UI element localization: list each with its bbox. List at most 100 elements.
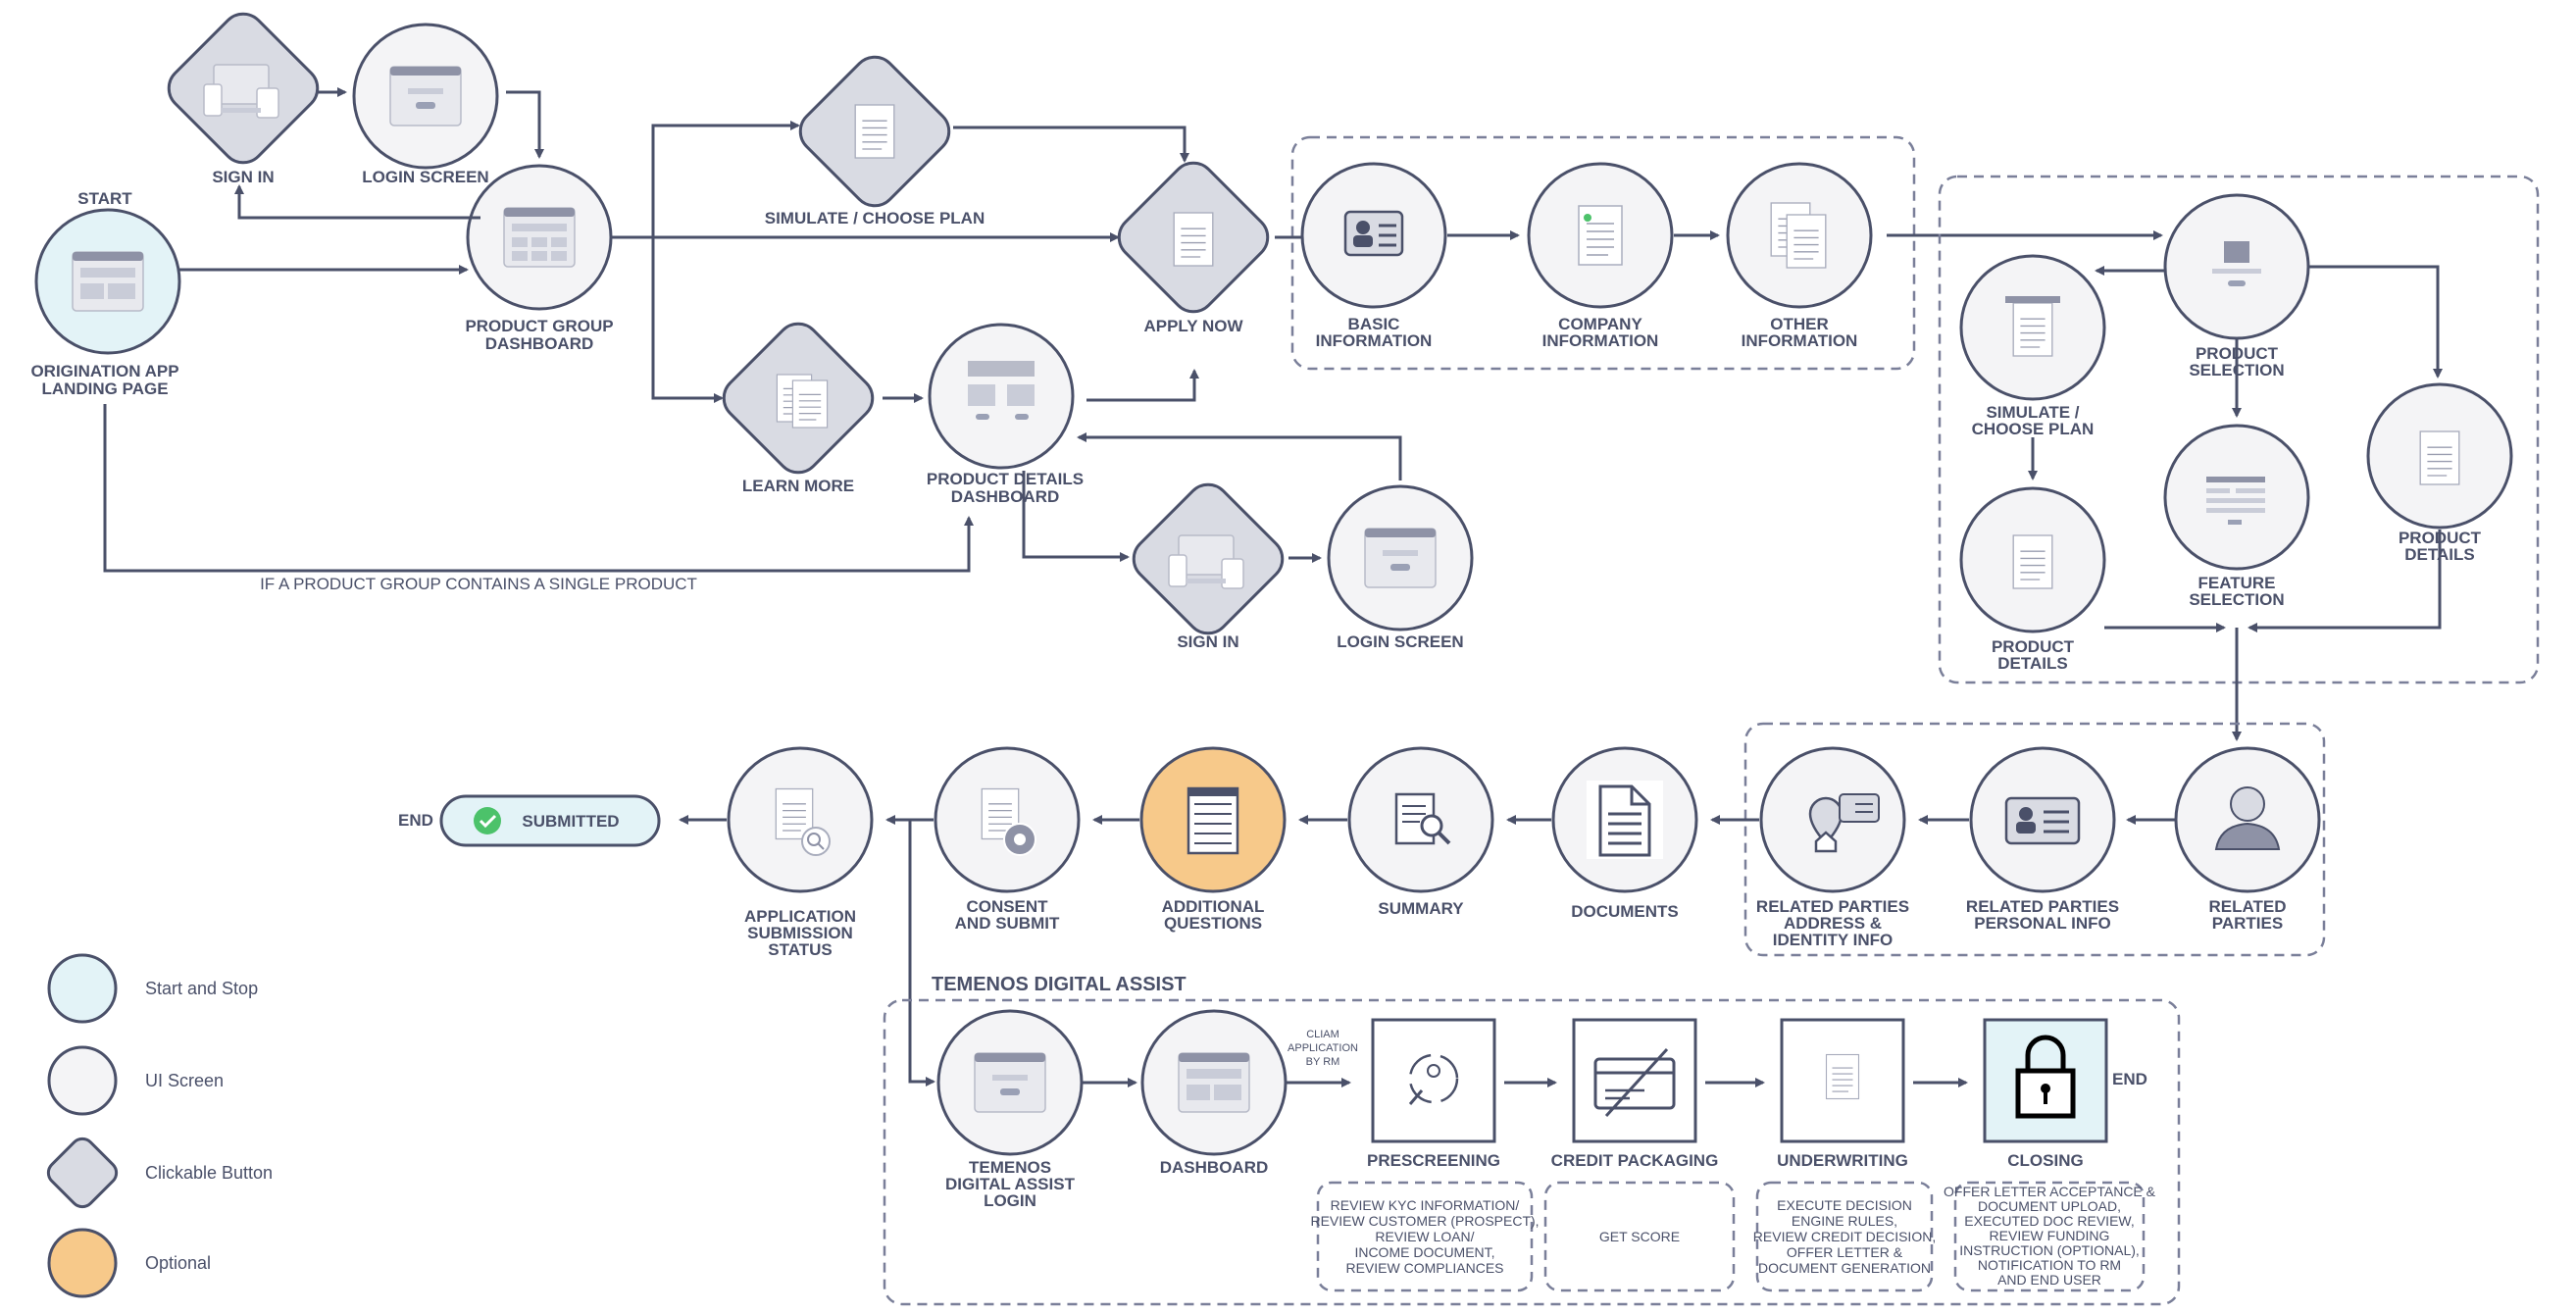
additional-questions-node[interactable]: [1139, 746, 1287, 893]
related-parties-node[interactable]: [2174, 746, 2321, 893]
submission-status-node[interactable]: [727, 746, 874, 893]
prescreening-step[interactable]: [1371, 1018, 1496, 1143]
credit-packaging-step[interactable]: [1572, 1018, 1697, 1143]
rp-address-label-3: IDENTITY INFO: [1773, 931, 1893, 949]
documents-label: DOCUMENTS: [1571, 902, 1679, 921]
company-information-node[interactable]: [1527, 162, 1674, 309]
sim-plan-label-2: CHOOSE PLAN: [1972, 420, 2095, 438]
close-note-1: OFFER LETTER ACCEPTANCE &: [1944, 1184, 2156, 1199]
basic-label-1: BASIC: [1348, 315, 1400, 333]
product-selection-node[interactable]: [2163, 193, 2310, 340]
login-screen-top-node[interactable]: [352, 23, 499, 170]
other-label-2: INFORMATION: [1742, 331, 1858, 350]
product-details-dashboard-node[interactable]: [928, 323, 1075, 470]
close-note-5: INSTRUCTION (OPTIONAL),: [1959, 1242, 2140, 1258]
summary-node[interactable]: [1347, 746, 1494, 893]
apply-now-button[interactable]: [1110, 154, 1277, 321]
sign-in-mid-label: SIGN IN: [1177, 632, 1238, 651]
top-connectors: [103, 87, 1402, 573]
learn-more-button[interactable]: [715, 315, 882, 481]
rp-personal-label-1: RELATED PARTIES: [1966, 897, 2119, 916]
legend-optional-label: Optional: [145, 1253, 211, 1273]
uw-note-3: REVIEW CREDIT DECISION,: [1753, 1229, 1936, 1244]
close-note-3: EXECUTED DOC REVIEW,: [1964, 1213, 2134, 1229]
close-note-7: AND END USER: [1997, 1272, 2101, 1288]
learn-more-label: LEARN MORE: [742, 477, 854, 495]
legend-start-swatch: [47, 953, 118, 1024]
sign-in-top-button[interactable]: [160, 5, 327, 172]
pre-note-5: REVIEW COMPLIANCES: [1345, 1260, 1503, 1276]
feature-label-1: FEATURE: [2197, 574, 2275, 592]
other-information-node[interactable]: [1726, 162, 1873, 309]
prod-det-l-label-2: DETAILS: [1997, 654, 2067, 673]
pre-note-1: REVIEW KYC INFORMATION/: [1331, 1197, 1520, 1213]
end-top-label: END: [398, 811, 433, 830]
pre-note-2: REVIEW CUSTOMER (PROSPECT),: [1310, 1213, 1539, 1229]
login-mid-label: LOGIN SCREEN: [1337, 632, 1463, 651]
close-note-6: NOTIFICATION TO RM: [1978, 1257, 2121, 1273]
close-note-4: REVIEW FUNDING: [1990, 1228, 2110, 1243]
pd-dash-label-2: DASHBOARD: [951, 487, 1060, 506]
claim-label-3: BY RM: [1306, 1056, 1340, 1068]
product-details-right-node[interactable]: [2366, 382, 2513, 530]
tda-login-node[interactable]: [936, 1009, 1084, 1156]
legend-screen-label: UI Screen: [145, 1071, 224, 1090]
underwriting-step[interactable]: [1780, 1018, 1905, 1143]
rp-address-label-2: ADDRESS &: [1784, 914, 1882, 933]
origination-landing-node[interactable]: [34, 208, 181, 355]
legend-screen-swatch: [47, 1045, 118, 1116]
basic-label-2: INFORMATION: [1316, 331, 1433, 350]
related-label-1: RELATED: [2208, 897, 2286, 916]
additional-label-1: ADDITIONAL: [1162, 897, 1265, 916]
close-note-2: DOCUMENT UPLOAD,: [1978, 1198, 2121, 1214]
credit-note-box: [1543, 1181, 1736, 1292]
pg-dash-label-1: PRODUCT GROUP: [465, 317, 613, 335]
dashboard-node[interactable]: [1140, 1009, 1288, 1156]
consent-submit-node[interactable]: [934, 746, 1081, 893]
dashboard-label: DASHBOARD: [1160, 1158, 1269, 1177]
legend-button-swatch: [46, 1137, 119, 1209]
feature-label-2: SELECTION: [2189, 590, 2284, 609]
status-label-1: APPLICATION: [744, 907, 856, 926]
product-details-left-node[interactable]: [1959, 486, 2106, 633]
closing-label: CLOSING: [2007, 1151, 2083, 1170]
claim-label-1: CLIAM: [1306, 1029, 1339, 1040]
simulate-choose-plan-button[interactable]: [791, 48, 958, 215]
tda-label-2: DIGITAL ASSIST: [945, 1175, 1076, 1193]
simulate-choose-plan-node[interactable]: [1959, 254, 2106, 401]
landing-label-1: ORIGINATION APP: [30, 362, 178, 380]
product-selection-box: [1938, 175, 2540, 684]
info-group-box: [1290, 135, 1916, 371]
apply-now-label: APPLY NOW: [1143, 317, 1243, 335]
basic-information-node[interactable]: [1300, 162, 1447, 309]
uw-note-1: EXECUTE DECISION: [1777, 1197, 1912, 1213]
status-label-2: SUBMISSION: [747, 924, 853, 942]
simulate-label: SIMULATE / CHOOSE PLAN: [765, 209, 985, 227]
login-screen-mid-node[interactable]: [1327, 484, 1474, 632]
other-label-1: OTHER: [1770, 315, 1829, 333]
pre-note-4: INCOME DOCUMENT,: [1354, 1244, 1494, 1260]
sign-in-mid-button[interactable]: [1125, 476, 1291, 642]
single-product-label: IF A PRODUCT GROUP CONTAINS A SINGLE PRO…: [260, 575, 697, 593]
closing-step[interactable]: [1983, 1018, 2108, 1143]
tda-label-1: TEMENOS: [969, 1158, 1051, 1177]
submitted-label: SUBMITTED: [522, 812, 619, 831]
prod-det-l-label-1: PRODUCT: [1992, 637, 2075, 656]
temenos-box: [883, 998, 2181, 1306]
product-group-dashboard-node[interactable]: [466, 164, 613, 311]
prescreening-label: PRESCREENING: [1367, 1151, 1500, 1170]
legend: Start and Stop UI Screen Clickable Butto…: [46, 953, 273, 1298]
end-bottom-label: END: [2112, 1070, 2147, 1088]
rp-personal-label-2: PERSONAL INFO: [1974, 914, 2110, 933]
feature-selection-node[interactable]: [2163, 424, 2310, 571]
documents-node[interactable]: [1551, 746, 1698, 893]
related-parties-address-node[interactable]: [1759, 746, 1906, 893]
temenos-title: TEMENOS DIGITAL ASSIST: [932, 974, 1187, 995]
related-label-2: PARTIES: [2212, 914, 2283, 933]
legend-button-label: Clickable Button: [145, 1163, 273, 1183]
related-parties-personal-node[interactable]: [1969, 746, 2116, 893]
company-label-2: INFORMATION: [1542, 331, 1659, 350]
uw-note-5: DOCUMENT GENERATION: [1758, 1260, 1931, 1276]
sim-plan-label-1: SIMULATE /: [1986, 403, 2079, 422]
